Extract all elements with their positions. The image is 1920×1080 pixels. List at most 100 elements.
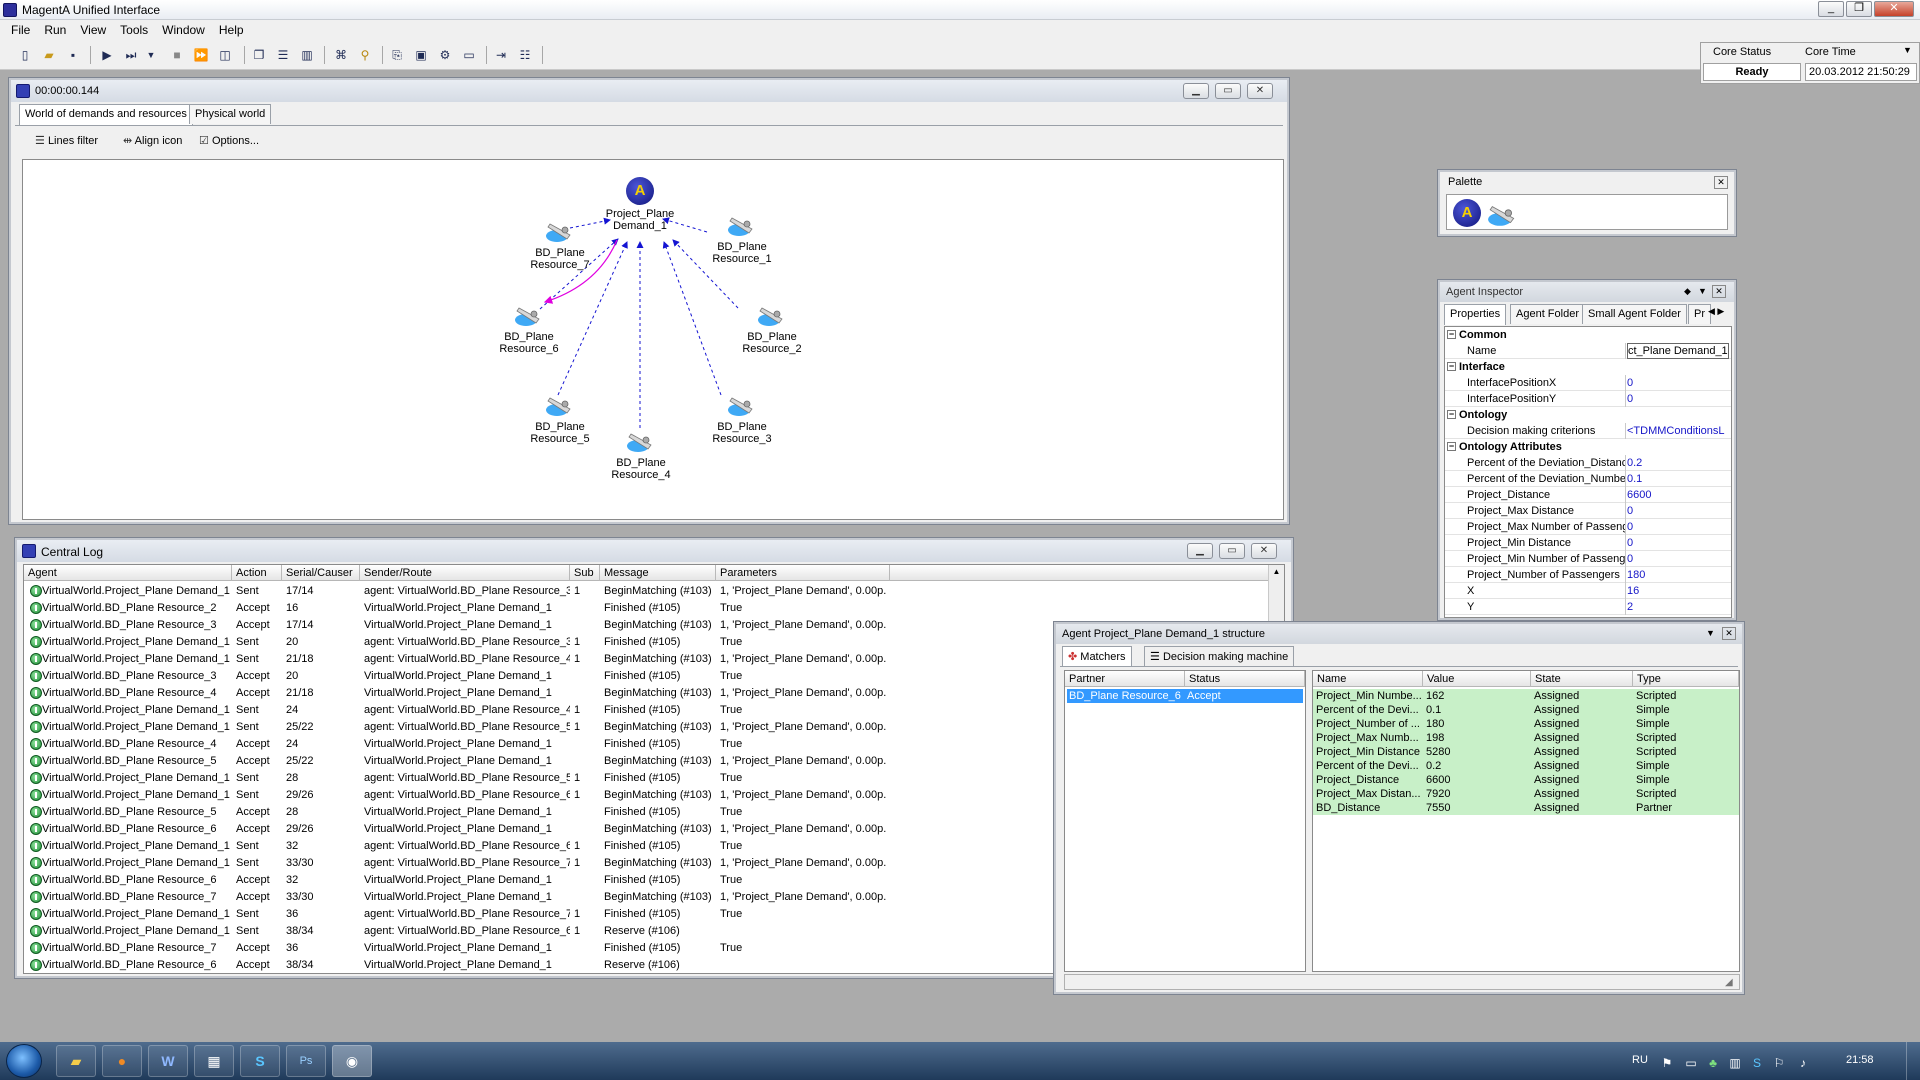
attr-col-value[interactable]: Value: [1423, 671, 1531, 687]
inspector-tab-scroll[interactable]: ◀ ▶: [1708, 306, 1725, 316]
tab-world-of-demands[interactable]: World of demands and resources: [19, 104, 193, 125]
run-dropdown-icon[interactable]: ▼: [146, 50, 156, 60]
tab-matchers[interactable]: ✤ Matchers: [1062, 646, 1132, 666]
skype-icon[interactable]: S: [240, 1045, 280, 1077]
log-col-message[interactable]: Message: [600, 565, 716, 581]
step-icon[interactable]: ⏭: [125, 48, 137, 62]
log-minimize-button[interactable]: ▁: [1187, 543, 1213, 559]
status-dropdown-icon[interactable]: ▼: [1903, 45, 1912, 55]
agent-run-icon[interactable]: ⚲: [360, 48, 370, 62]
resize-grip-icon[interactable]: ◢: [1725, 977, 1733, 988]
lines-filter-button[interactable]: ☰ Lines filter: [35, 135, 99, 147]
indent-icon[interactable]: ⇥: [495, 48, 507, 62]
save-icon[interactable]: ▪: [70, 48, 76, 62]
category-ontology-attributes[interactable]: −Ontology Attributes: [1447, 441, 1562, 453]
tray-volume-icon[interactable]: ♪: [1800, 1056, 1806, 1070]
log-col-sub[interactable]: Sub: [570, 565, 600, 581]
world-minimize-button[interactable]: ▁: [1183, 83, 1209, 99]
minimize-button[interactable]: _: [1818, 1, 1844, 17]
menu-run[interactable]: Run: [44, 23, 67, 37]
export-icon[interactable]: ▣: [415, 48, 427, 62]
tray-network-icon[interactable]: ▥: [1729, 1056, 1741, 1070]
import-icon[interactable]: ⎘: [392, 48, 402, 62]
menu-view[interactable]: View: [80, 23, 107, 37]
partners-col-status[interactable]: Status: [1185, 671, 1305, 687]
category-interface[interactable]: −Interface: [1447, 361, 1505, 373]
magenta-taskbar-icon[interactable]: ◉: [332, 1045, 372, 1077]
menu-tools[interactable]: Tools: [120, 23, 149, 37]
node-bd-plane-resource-6[interactable]: BD_Plane Resource_6: [474, 300, 584, 355]
prop-decision-making-criterions[interactable]: Decision making criterions<TDMMCondition…: [1445, 423, 1731, 439]
partners-col-partner[interactable]: Partner: [1065, 671, 1185, 687]
node-project-plane-demand[interactable]: A Project_Plane Demand_1: [585, 177, 695, 232]
fast-forward-icon[interactable]: ⏩: [193, 48, 209, 62]
tray-skype-icon[interactable]: S: [1752, 1056, 1761, 1070]
node-bd-plane-resource-2[interactable]: BD_Plane Resource_2: [717, 300, 827, 355]
palette-close-icon[interactable]: ✕: [1714, 176, 1728, 189]
cascade-windows-icon[interactable]: ❐: [253, 48, 265, 62]
inspector-pin-icon[interactable]: ◆: [1684, 286, 1691, 296]
log-close-button[interactable]: ✕: [1251, 543, 1277, 559]
tab-small-agent-folder[interactable]: Small Agent Folder: [1582, 304, 1687, 324]
word-icon[interactable]: W: [148, 1045, 188, 1077]
window-icon[interactable]: ▭: [463, 48, 475, 62]
attr-col-name[interactable]: Name: [1313, 671, 1423, 687]
world-maximize-button[interactable]: ▭: [1215, 83, 1241, 99]
tab-agent-folder[interactable]: Agent Folder: [1510, 304, 1585, 324]
tray-action-center-icon[interactable]: ⚑: [1661, 1056, 1673, 1070]
inspector-dropdown-icon[interactable]: ▼: [1698, 286, 1707, 296]
attr-col-state[interactable]: State: [1531, 671, 1633, 687]
structure-dropdown-icon[interactable]: ▼: [1706, 628, 1715, 638]
node-bd-plane-resource-4[interactable]: BD_Plane Resource_4: [586, 426, 696, 481]
photoshop-icon[interactable]: Ps: [286, 1045, 326, 1077]
settings-icon[interactable]: ⚙: [439, 48, 451, 62]
network-icon[interactable]: ⌘: [335, 48, 347, 62]
log-col-serial[interactable]: Serial/Causer: [282, 565, 360, 581]
calculator-icon[interactable]: ▦: [194, 1045, 234, 1077]
menu-window[interactable]: Window: [162, 23, 205, 37]
tab-physical-world[interactable]: Physical world: [189, 104, 272, 124]
tray-flag-icon[interactable]: ⚐: [1773, 1056, 1785, 1070]
scroll-up-icon[interactable]: ▲: [1272, 567, 1281, 576]
stop-icon[interactable]: ■: [173, 48, 181, 62]
menu-file[interactable]: File: [11, 23, 31, 37]
tray-app-icon[interactable]: ♣: [1709, 1056, 1717, 1070]
partner-row[interactable]: BD_Plane Resource_6 Accept: [1067, 689, 1303, 703]
node-bd-plane-resource-3[interactable]: BD_Plane Resource_3: [687, 390, 797, 445]
explorer-icon[interactable]: ▰: [56, 1045, 96, 1077]
taskbar-clock[interactable]: 21:58: [1846, 1054, 1874, 1066]
tile-horizontal-icon[interactable]: ☰: [277, 48, 289, 62]
world-canvas[interactable]: A Project_Plane Demand_1 BD_Plane Resour…: [22, 159, 1284, 520]
category-ontology[interactable]: −Ontology: [1447, 409, 1508, 421]
palette-agent-icon[interactable]: A: [1453, 199, 1481, 227]
log-col-action[interactable]: Action: [232, 565, 282, 581]
tile-vertical-icon[interactable]: ▥: [301, 48, 313, 62]
